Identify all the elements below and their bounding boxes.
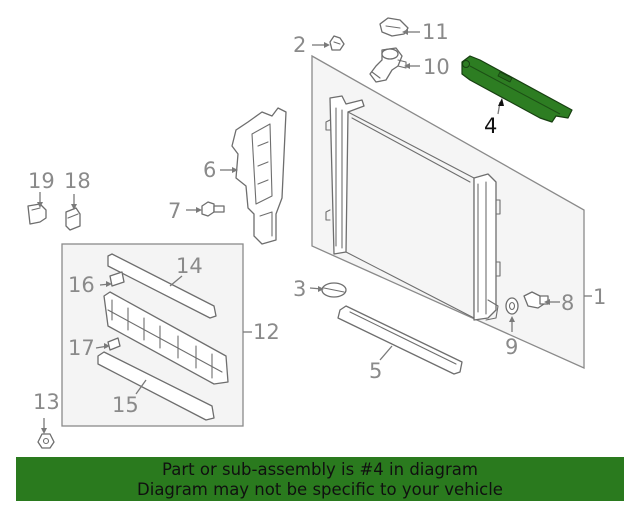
callout-9: 9	[505, 335, 518, 359]
part-7-bolt	[201, 201, 225, 217]
part-2-clip	[329, 35, 345, 51]
callout-3: 3	[293, 277, 306, 301]
callout-15: 15	[112, 393, 139, 417]
callout-18: 18	[64, 169, 91, 193]
callout-11: 11	[422, 20, 449, 44]
callout-4[interactable]: 4	[484, 114, 497, 138]
callout-2: 2	[293, 33, 306, 57]
callout-6: 6	[203, 158, 216, 182]
banner-line-2: Diagram may not be specific to your vehi…	[137, 480, 503, 499]
callout-12: 12	[253, 320, 280, 344]
callout-16: 16	[68, 273, 95, 297]
radiator-assembly	[311, 54, 585, 370]
part-8-drain	[523, 291, 549, 309]
part-13-clip	[37, 433, 55, 449]
callout-5: 5	[369, 359, 382, 383]
part-6-air-guide	[231, 107, 287, 245]
callout-13: 13	[33, 390, 60, 414]
callout-14: 14	[176, 254, 203, 278]
banner-line-1: Part or sub-assembly is #4 in diagram	[162, 460, 478, 479]
part-5-seal	[337, 305, 463, 375]
callout-10: 10	[423, 55, 450, 79]
part-3-clip	[321, 282, 347, 298]
part-19-bracket	[27, 203, 47, 225]
callout-8: 8	[561, 291, 574, 315]
sub-assembly-12-panel	[61, 243, 244, 427]
part-11-cap	[379, 17, 409, 37]
callout-17: 17	[68, 336, 95, 360]
part-4-highlighted[interactable]	[461, 55, 573, 123]
callout-7: 7	[168, 199, 181, 223]
part-9-oring	[505, 297, 519, 315]
part-18-bracket	[65, 207, 81, 231]
leader-lines	[37, 29, 592, 434]
part-10-fitting	[369, 47, 407, 83]
callout-19: 19	[28, 169, 55, 193]
info-banner: Part or sub-assembly is #4 in diagram Di…	[16, 457, 624, 501]
callout-1: 1	[593, 285, 606, 309]
